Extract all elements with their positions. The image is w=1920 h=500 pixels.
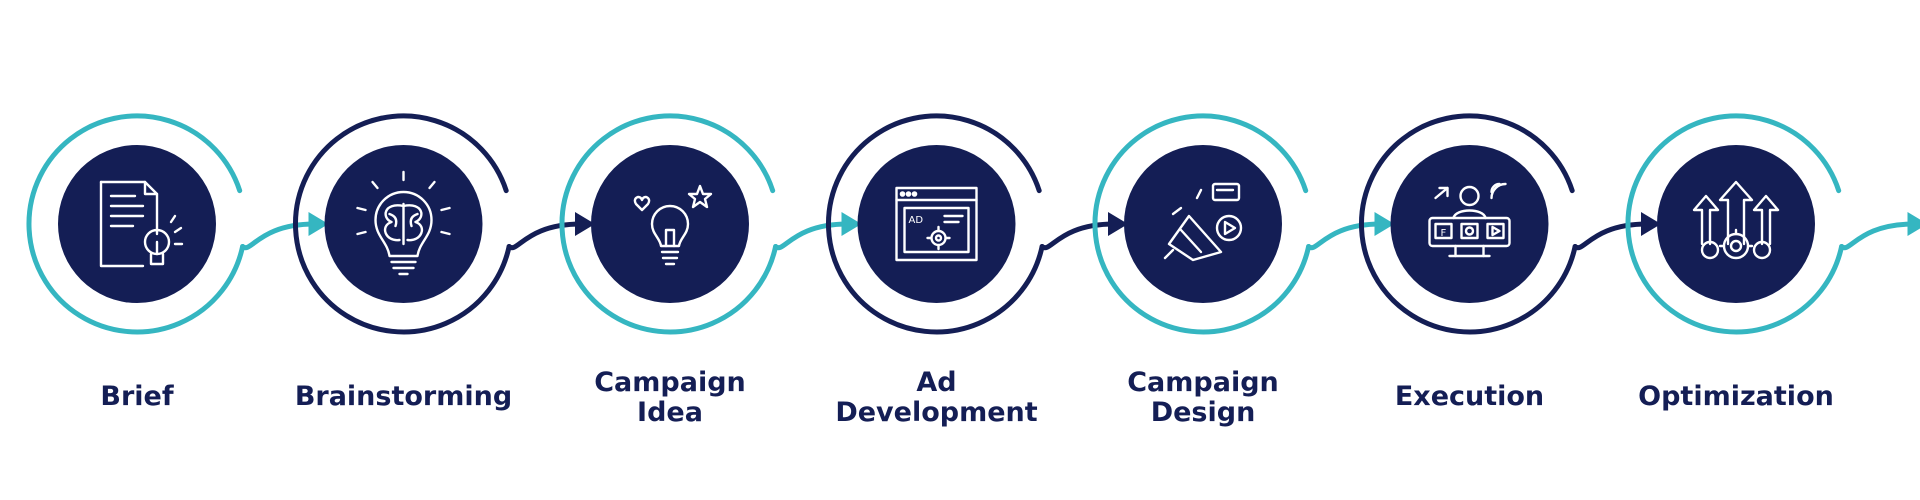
flow-arrowhead xyxy=(308,212,329,236)
flow-connector xyxy=(1039,221,1117,251)
step-ring xyxy=(26,113,246,335)
step-label: Ad Development xyxy=(835,367,1038,428)
flow-connector xyxy=(1306,221,1383,251)
flow-connector xyxy=(240,221,317,251)
step-label: Execution xyxy=(1394,381,1545,412)
step-node xyxy=(1657,145,1815,303)
step-node xyxy=(58,145,216,303)
step-label: Optimization xyxy=(1638,381,1834,412)
step-ring xyxy=(1625,113,1845,335)
flow-arrowhead xyxy=(1907,212,1920,236)
flow-arrowhead xyxy=(1641,212,1661,236)
step-disc xyxy=(1657,145,1815,303)
flow-connector xyxy=(506,221,584,251)
step-label: Brainstorming xyxy=(294,381,513,412)
step-ring xyxy=(1092,113,1312,335)
step-label: Brief xyxy=(100,381,174,412)
step-disc xyxy=(1124,145,1282,303)
step-node xyxy=(1390,145,1549,303)
flow-arrowhead xyxy=(841,212,862,236)
step-ring xyxy=(559,113,779,335)
step-node xyxy=(1124,145,1282,303)
step-node xyxy=(857,145,1016,303)
step-label: Campaign Idea xyxy=(594,367,746,428)
flow-connector xyxy=(773,221,850,251)
step-node xyxy=(591,145,749,303)
step-label: Campaign Design xyxy=(1127,367,1279,428)
step-node xyxy=(324,145,483,303)
flow-arrowhead xyxy=(575,212,595,236)
flow-connector xyxy=(1839,221,1916,251)
step-ring xyxy=(826,113,1045,335)
flow-arrowhead xyxy=(1374,212,1395,236)
step-disc xyxy=(857,145,1016,303)
step-disc xyxy=(591,145,749,303)
flow-arrowhead xyxy=(1108,212,1128,236)
step-ring xyxy=(293,113,512,335)
step-disc xyxy=(58,145,216,303)
step-ring xyxy=(1359,113,1578,335)
flow-connector xyxy=(1572,221,1650,251)
